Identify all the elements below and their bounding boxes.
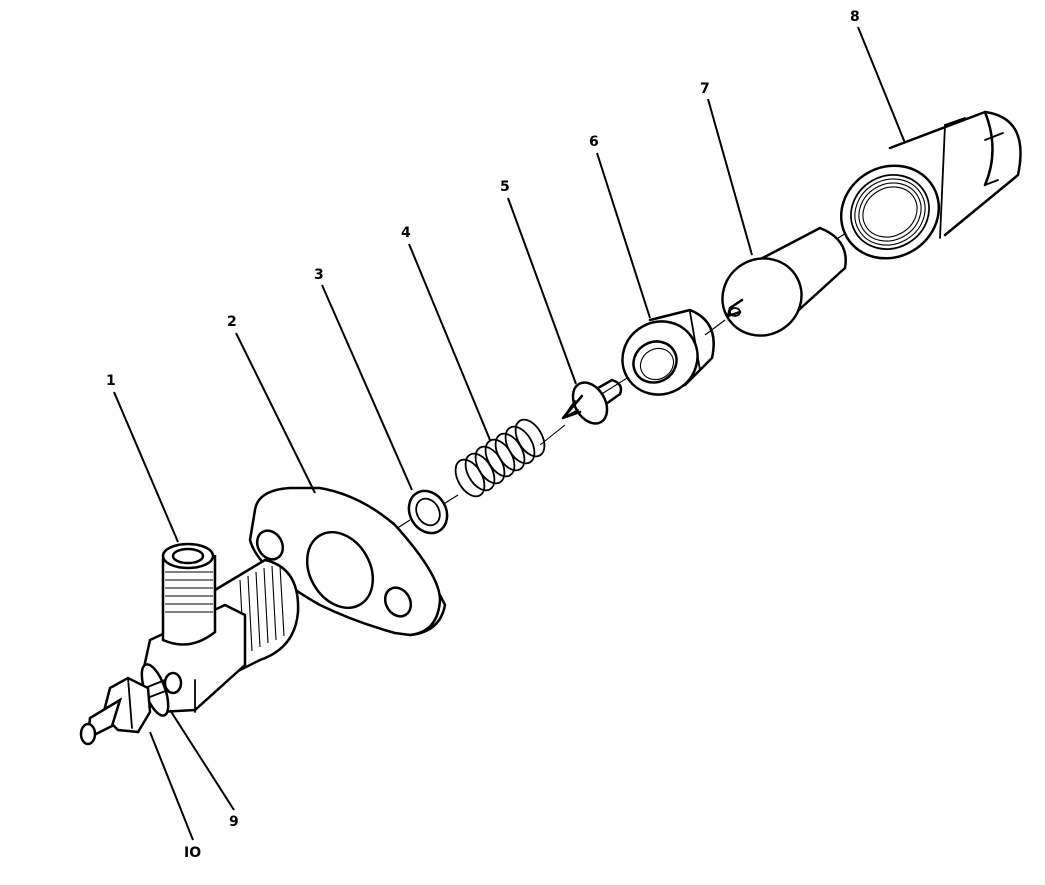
callout-labels: 1 2 3 4 5 6 7 8 9 IO [106,9,860,861]
leader-lines [113,26,906,841]
callout-8: 8 [850,9,860,25]
callout-6: 6 [589,134,599,150]
part-2-flange [248,486,447,637]
callout-4: 4 [401,225,411,241]
callout-3: 3 [314,267,324,283]
part-3-washer [407,489,449,535]
part-4-spring [454,418,546,498]
leader-line-1 [113,391,179,543]
callout-1: 1 [106,373,116,389]
part-6-valve-seat [621,308,715,396]
part-1-body [141,542,300,714]
leader-line-9 [169,709,235,811]
leader-line-6 [596,152,651,319]
part-5-valve [561,378,623,425]
part-8-nut [839,110,1022,260]
leader-line-2 [235,332,316,494]
callout-10: IO [184,845,201,861]
callout-2: 2 [227,314,237,330]
leader-line-7 [707,98,753,256]
callout-7: 7 [700,81,710,97]
part-7-cylinder [721,226,847,337]
callout-9: 9 [229,814,239,830]
callout-5: 5 [500,179,510,195]
leader-line-5 [507,197,577,385]
part-10-nut-fitting [79,676,169,746]
leader-line-8 [857,26,906,144]
leader-line-10 [149,731,194,841]
leader-line-3 [321,284,413,491]
leader-line-4 [408,243,491,441]
